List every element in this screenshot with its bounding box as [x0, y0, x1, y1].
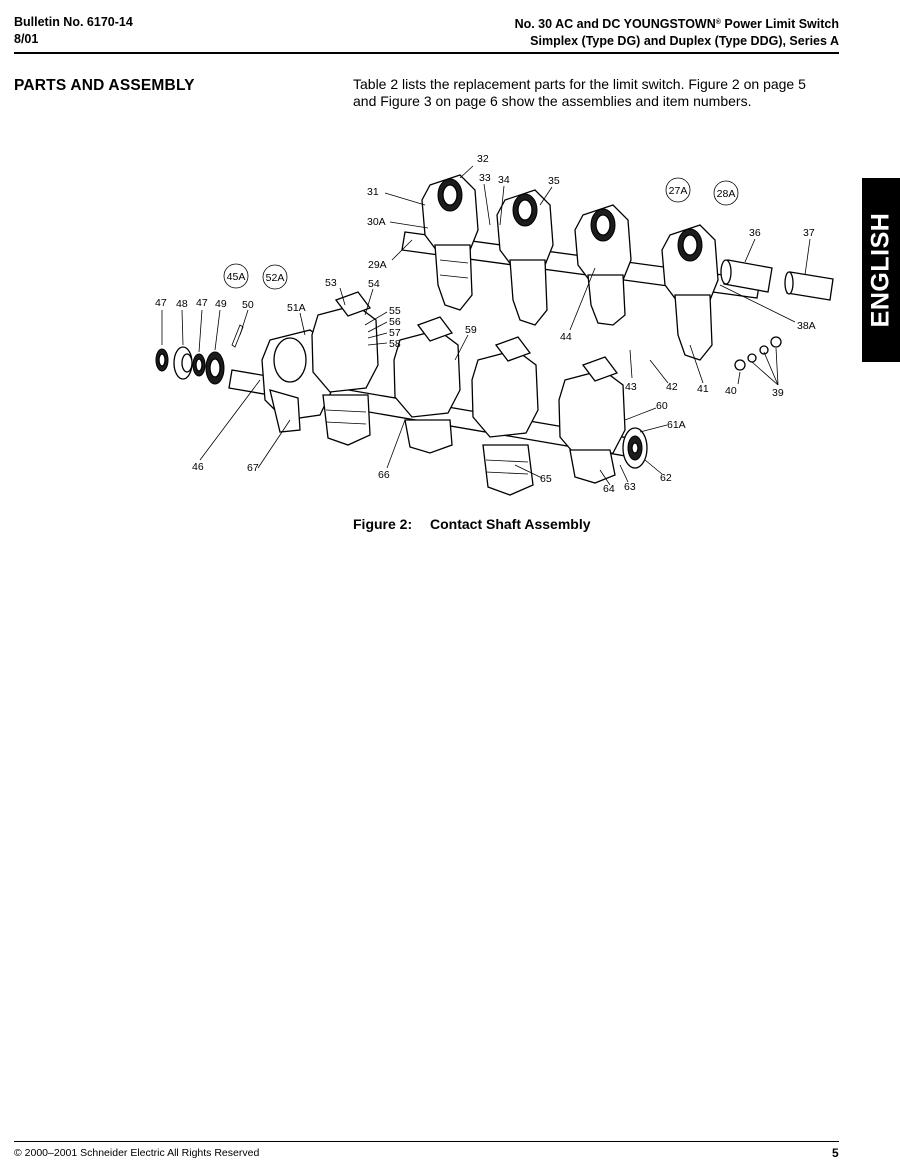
copyright-notice: © 2000–2001 Schneider Electric All Right… [14, 1147, 260, 1159]
callout-30a: 30A [367, 216, 386, 228]
callout-59: 59 [465, 324, 477, 336]
callout-58: 58 [389, 338, 401, 350]
callout-32: 32 [477, 153, 489, 165]
callout-57: 57 [389, 327, 401, 339]
callout-49: 49 [215, 298, 227, 310]
callout-51a: 51A [287, 302, 306, 314]
callout-33: 33 [479, 172, 491, 184]
lower-cam-block [471, 336, 539, 496]
callout-40: 40 [725, 385, 737, 397]
callout-31: 31 [367, 186, 379, 198]
callout-42: 42 [666, 381, 678, 393]
page-number: 5 [832, 1146, 839, 1160]
callout-34: 34 [498, 174, 510, 186]
header-right: No. 30 AC and DC YOUNGSTOWN® Power Limit… [515, 14, 839, 50]
contact-shaft-figure: 32 33 34 35 31 30A 29A 36 37 38A 53 54 5… [145, 145, 845, 505]
callout-66: 66 [378, 469, 390, 481]
callout-47-left: 47 [155, 297, 167, 309]
title-text: No. 30 AC and DC YOUNGSTOWN [514, 17, 716, 31]
title-text-end: Power Limit Switch [720, 17, 839, 31]
callout-41: 41 [697, 383, 709, 395]
spacer-tube-37 [786, 271, 834, 301]
callout-50: 50 [242, 299, 254, 311]
callout-53: 53 [325, 277, 337, 289]
upper-cam-block [421, 174, 479, 311]
footer-divider [14, 1141, 839, 1142]
callout-39: 39 [772, 387, 784, 399]
callout-60: 60 [656, 400, 668, 412]
header-divider [14, 52, 839, 54]
lower-cam-blocks [261, 291, 626, 496]
upper-cam-blocks [421, 174, 719, 361]
callout-37: 37 [803, 227, 815, 239]
upper-cam-block [661, 224, 719, 361]
language-tab: ENGLISH [862, 178, 900, 362]
bulletin-date: 8/01 [14, 32, 39, 46]
header-left: Bulletin No. 6170-14 8/01 [14, 14, 133, 48]
callout-65: 65 [540, 473, 552, 485]
upper-cam-block [496, 189, 554, 326]
intro-paragraph: Table 2 lists the replacement parts for … [353, 76, 806, 109]
figure-number: Figure 2: [353, 516, 413, 532]
lower-cam-block [311, 291, 379, 446]
document-subtitle: Simplex (Type DG) and Duplex (Type DDG),… [530, 34, 839, 48]
exploded-assembly-drawing: 32 33 34 35 31 30A 29A 36 37 38A 53 54 5… [155, 153, 834, 496]
callout-48: 48 [176, 298, 188, 310]
callout-67: 67 [247, 462, 259, 474]
lower-cam-block [393, 316, 461, 454]
bulletin-number: Bulletin No. 6170-14 [14, 15, 133, 29]
callout-43: 43 [625, 381, 637, 393]
hardware-39-40 [734, 336, 782, 371]
figure-caption: Contact Shaft Assembly [430, 516, 591, 532]
upper-cam-block [574, 204, 632, 326]
bearing-stack [155, 346, 225, 385]
callout-63: 63 [624, 481, 636, 493]
callout-54: 54 [368, 278, 380, 290]
callout-38a: 38A [797, 320, 816, 332]
circled-callout-52a: 52A [266, 272, 285, 284]
registered-mark: ® [715, 19, 721, 26]
document-title: No. 30 AC and DC YOUNGSTOWN® Power Limit… [515, 14, 839, 33]
callout-labels: 32 33 34 35 31 30A 29A 36 37 38A 53 54 5… [155, 153, 816, 495]
callout-61a: 61A [667, 419, 686, 431]
lower-cam-block [558, 356, 626, 484]
callout-64: 64 [603, 483, 615, 495]
circled-callouts: 27A 28A 45A 52A [223, 177, 739, 290]
circled-callout-28a: 28A [717, 188, 736, 200]
callout-55: 55 [389, 305, 401, 317]
callout-leaders [161, 165, 811, 486]
callout-46: 46 [192, 461, 204, 473]
language-tab-label: ENGLISH [866, 212, 895, 328]
circled-callout-27a: 27A [669, 185, 688, 197]
callout-56: 56 [389, 316, 401, 328]
cotter-pin [231, 324, 244, 348]
circled-callout-45a: 45A [227, 271, 246, 283]
callout-62: 62 [660, 472, 672, 484]
callout-36: 36 [749, 227, 761, 239]
callout-35: 35 [548, 175, 560, 187]
callout-29a: 29A [368, 259, 387, 271]
callout-44: 44 [560, 331, 572, 343]
callout-47-right: 47 [196, 297, 208, 309]
section-title: PARTS AND ASSEMBLY [14, 77, 195, 94]
